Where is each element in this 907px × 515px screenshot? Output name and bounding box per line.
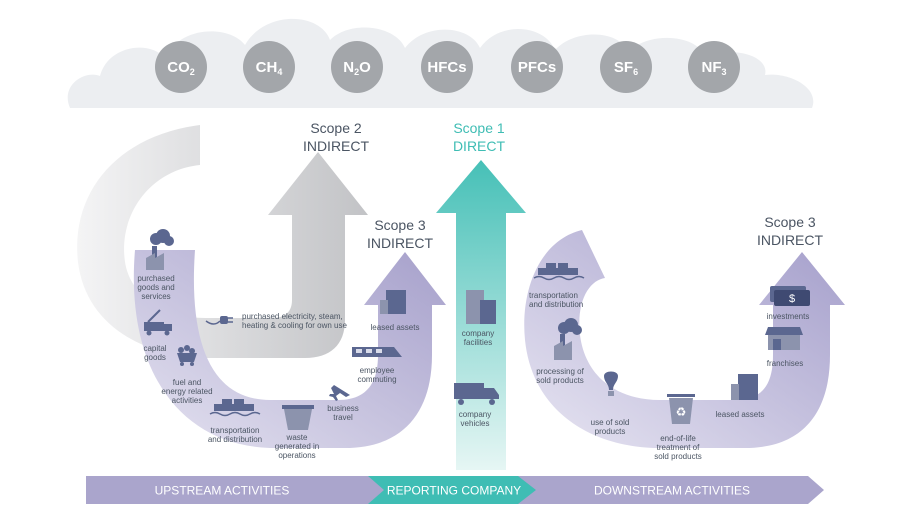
franchises-label: franchises (767, 359, 803, 368)
gas-nf3: NF3 (688, 41, 740, 93)
light-bulb-icon (604, 371, 618, 396)
upstream-label: UPSTREAM ACTIVITIES (155, 484, 290, 498)
cargo-ship-icon (209, 399, 261, 417)
investments-label: investments (767, 312, 810, 321)
value-chain-bar: UPSTREAM ACTIVITIES REPORTING COMPANY DO… (86, 476, 824, 504)
recycle-bin-icon: ♻ (667, 394, 695, 424)
building-icon (380, 290, 406, 314)
gas-formula: CH4 (256, 59, 283, 77)
gas-formula: CO2 (167, 59, 195, 77)
company-building-icon (466, 290, 496, 324)
scope1-label-line2: DIRECT (453, 138, 506, 154)
scope1-label-line1: Scope 1 (453, 120, 505, 136)
plug-icon (205, 316, 233, 325)
gas-circle (688, 41, 740, 93)
scope3-downstream-arrow (524, 230, 845, 448)
storefront-icon (765, 327, 803, 350)
factory-icon (554, 318, 582, 360)
scope2-label-line1: Scope 2 (310, 120, 362, 136)
gas-circle (155, 41, 207, 93)
scope3-upstream-arrow (133, 250, 446, 448)
train-icon (352, 347, 402, 357)
gas-pfcs: PFCs (511, 41, 563, 93)
gas-formula: PFCs (518, 59, 556, 76)
scope3-downstream-label-line1: Scope 3 (764, 214, 816, 230)
gas-circle (600, 41, 652, 93)
gas-hfcs: HFCs (421, 41, 473, 93)
factory-icon (146, 229, 174, 270)
gas-circle (331, 41, 383, 93)
scope2-label-line2: INDIRECT (303, 138, 370, 154)
coal-cart-icon (177, 345, 197, 366)
dollar-symbol: $ (789, 293, 795, 305)
delivery-truck-icon (454, 383, 499, 405)
gas-circle (511, 41, 563, 93)
gas-ch4: CH4 (243, 41, 295, 93)
upstream-bar (86, 476, 388, 504)
gas-n2o: N2O (331, 41, 383, 93)
recycle-symbol: ♻ (676, 405, 687, 419)
scope3-upstream-label-line2: INDIRECT (367, 235, 434, 251)
reporting-bar (368, 476, 540, 504)
scope3-downstream-label-line2: INDIRECT (757, 232, 824, 248)
building-icon (731, 374, 758, 400)
money-bill-icon: $ (770, 286, 810, 306)
gas-formula: N2O (343, 59, 371, 77)
scope2-item-label: purchased electricity, steam,heating & c… (242, 312, 348, 330)
gas-formula: NF3 (701, 59, 726, 77)
downstream-label: DOWNSTREAM ACTIVITIES (594, 484, 750, 498)
gas-circle (421, 41, 473, 93)
downstream-bar (518, 476, 824, 504)
gas-formula: SF6 (614, 59, 638, 77)
gas-formula: HFCs (427, 59, 466, 76)
cargo-ship-icon (533, 263, 585, 281)
scope3-upstream-label-line1: Scope 3 (374, 217, 426, 233)
gas-circle (243, 41, 295, 93)
scope2-arrow (77, 125, 368, 358)
gas-list: CO2 CH4 N2O HFCs PFCs SF6 NF3 (155, 41, 740, 93)
airplane-icon (329, 385, 350, 401)
leased-assets-downstream-label: leased assets (716, 410, 765, 419)
dumpster-icon (282, 405, 314, 430)
leased-assets-upstream-label: leased assets (371, 323, 420, 332)
gas-co2: CO2 (155, 41, 207, 93)
crane-truck-icon (144, 309, 172, 336)
reporting-company-label: REPORTING COMPANY (387, 484, 521, 498)
gas-sf6: SF6 (600, 41, 652, 93)
